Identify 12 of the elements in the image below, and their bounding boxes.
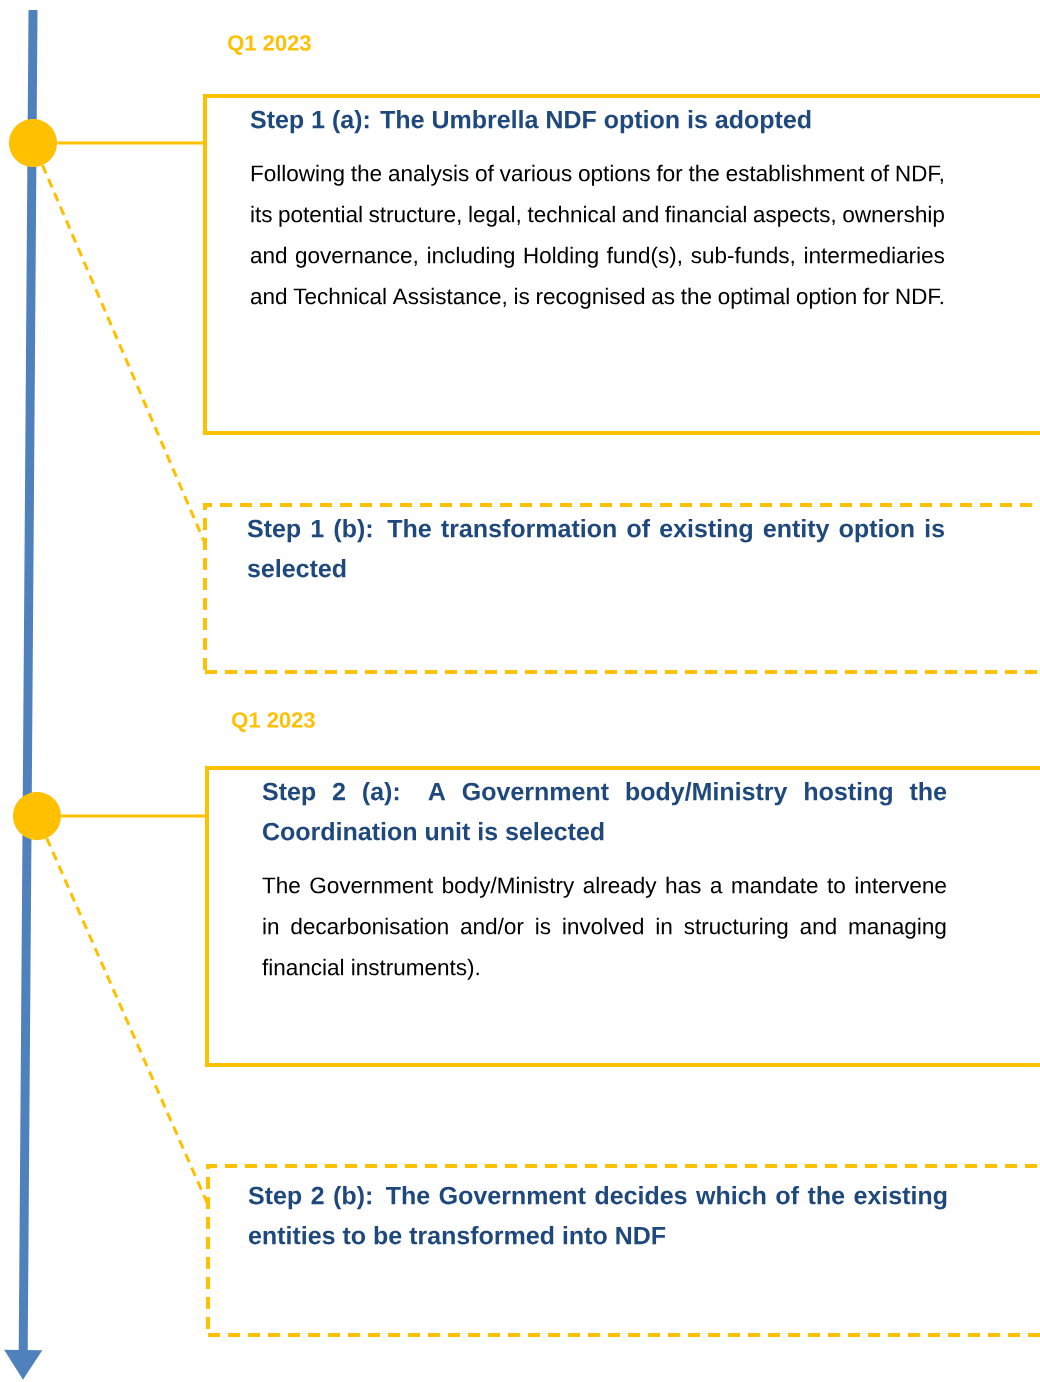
step-box: Step 1 (a): The Umbrella NDF option is adopted Following the analysis of various options for the establishment of NDF, its potential structure, legal, technical and financial aspects, ownership and governance, including Holding fund(s), sub-funds, intermediaries and Technical Assistance, is recognised as the optimal option for NDF. (203, 94, 1040, 435)
connector-line (57, 141, 205, 145)
step-box: Step 1 (b): The transformation of existing entity option is selected (203, 503, 1040, 674)
step-box: Step 2 (a): A Government body/Ministry hosting the Coordination unit is selected The Government body/Ministry already has a mandate to intervene in decarbonisation and/or is involved in structuring and managing financial instruments). (205, 766, 1040, 1067)
dashed-connector (41, 164, 207, 544)
date-label: Q1 2023 (232, 712, 315, 732)
dashed-connector (45, 837, 210, 1206)
connector-line (61, 814, 207, 818)
timeline-dot (9, 119, 57, 167)
date-label: Q1 2023 (228, 35, 311, 55)
timeline-dot (13, 792, 61, 840)
step-box: Step 2 (b): The Government decides which of the existing entities to be transformed into NDF (206, 1164, 1040, 1337)
